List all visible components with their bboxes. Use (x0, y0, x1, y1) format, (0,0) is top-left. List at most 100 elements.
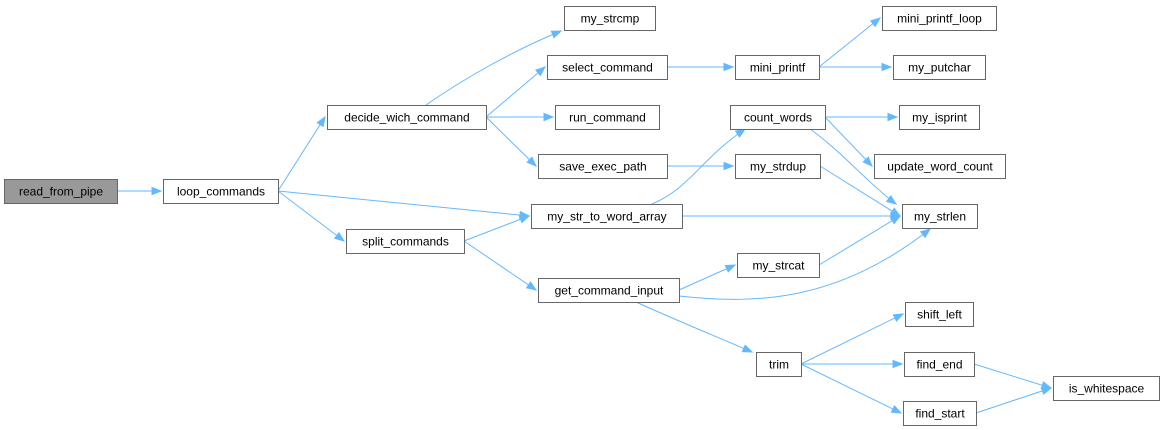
edge-line (975, 387, 1052, 414)
node-box[interactable] (882, 6, 997, 31)
node-box[interactable] (4, 179, 118, 204)
edge-find_end-to-is_whitespace (973, 363, 1053, 390)
node-my_strcmp[interactable]: my_strcmp (564, 6, 656, 31)
node-label: mini_printf_loop (897, 12, 982, 26)
arrowhead-icon (724, 264, 737, 273)
node-read_from_pipe[interactable]: read_from_pipe (4, 179, 118, 204)
node-box[interactable] (903, 401, 977, 426)
edge-line (973, 363, 1052, 389)
edge-line (463, 215, 530, 242)
node-box[interactable] (163, 179, 279, 204)
arrowhead-icon (333, 231, 346, 242)
arrowhead-icon (535, 66, 547, 77)
edge-line (635, 301, 753, 353)
node-box[interactable] (564, 6, 656, 31)
node-box[interactable] (1053, 376, 1160, 401)
node-my_isprint[interactable]: my_isprint (899, 105, 980, 130)
node-label: decide_wich_command (344, 111, 469, 125)
node-select_command[interactable]: select_command (547, 55, 668, 80)
edge-get_command_input-to-my_strlen (678, 228, 932, 300)
node-box[interactable] (904, 352, 975, 377)
node-box[interactable] (547, 55, 668, 80)
arrowhead-icon (723, 161, 735, 171)
edge-decide_wich_command-to-run_command (486, 112, 555, 122)
node-trim[interactable]: trim (756, 352, 802, 377)
edge-line (277, 190, 345, 242)
edge-line (809, 128, 897, 205)
node-label: select_command (562, 61, 653, 75)
arrowhead-icon (1040, 386, 1053, 396)
node-box[interactable] (893, 55, 986, 80)
edge-split_commands-to-get_command_input (463, 240, 538, 291)
node-box[interactable] (899, 105, 980, 130)
node-mini_printf_loop[interactable]: mini_printf_loop (882, 6, 997, 31)
node-run_command[interactable]: run_command (555, 105, 660, 130)
arrowhead-icon (151, 186, 163, 196)
node-decide_wich_command[interactable]: decide_wich_command (327, 105, 487, 130)
node-my_str_to_word_array[interactable]: my_str_to_word_array (531, 204, 683, 229)
node-label: find_start (915, 407, 965, 421)
node-box[interactable] (735, 55, 820, 80)
node-count_words[interactable]: count_words (730, 105, 826, 130)
node-box[interactable] (531, 204, 683, 229)
node-box[interactable] (327, 105, 487, 130)
node-label: shift_left (917, 308, 962, 322)
edge-count_words-to-my_strlen (809, 128, 898, 205)
node-box[interactable] (905, 302, 974, 327)
node-label: my_strdup (750, 160, 806, 174)
node-save_exec_path[interactable]: save_exec_path (538, 154, 668, 179)
node-is_whitespace[interactable]: is_whitespace (1053, 376, 1160, 401)
node-box[interactable] (874, 154, 1006, 179)
arrowhead-icon (885, 194, 898, 205)
node-label: trim (769, 358, 789, 372)
edge-line (678, 228, 931, 300)
edge-loop_commands-to-my_str_to_word_array (277, 190, 531, 220)
node-box[interactable] (735, 154, 821, 179)
edge-count_words-to-update_word_count (824, 116, 873, 167)
node-box[interactable] (346, 229, 465, 254)
arrowhead-icon (889, 215, 902, 225)
arrowhead-icon (525, 281, 538, 291)
node-split_commands[interactable]: split_commands (346, 229, 465, 254)
arrowhead-icon (543, 112, 555, 122)
edge-trim-to-find_start (800, 363, 903, 414)
node-box[interactable] (538, 154, 668, 179)
node-find_end[interactable]: find_end (904, 352, 975, 377)
node-label: loop_commands (177, 185, 265, 199)
node-box[interactable] (730, 105, 826, 130)
arrowhead-icon (881, 62, 893, 72)
edge-my_str_to_word_array-to-count_words (651, 128, 747, 205)
edge-line (800, 363, 902, 414)
node-my_strlen[interactable]: my_strlen (902, 204, 978, 229)
node-mini_printf[interactable]: mini_printf (735, 55, 820, 80)
node-find_start[interactable]: find_start (903, 401, 977, 426)
arrowhead-icon (892, 359, 904, 369)
edge-line (651, 128, 746, 205)
node-box[interactable] (902, 204, 978, 229)
edge-decide_wich_command-to-my_strcmp (425, 30, 563, 106)
edge-line (800, 313, 904, 365)
node-loop_commands[interactable]: loop_commands (163, 179, 279, 204)
node-shift_left[interactable]: shift_left (905, 302, 974, 327)
node-my_strdup[interactable]: my_strdup (735, 154, 821, 179)
node-label: my_strlen (914, 210, 966, 224)
node-label: mini_printf (750, 61, 806, 75)
node-my_strcat[interactable]: my_strcat (737, 253, 820, 278)
node-box[interactable] (737, 253, 820, 278)
edge-mini_printf-to-mini_printf_loop (818, 17, 882, 68)
node-get_command_input[interactable]: get_command_input (538, 278, 680, 303)
node-box[interactable] (555, 105, 660, 130)
edge-trim-to-find_end (801, 359, 904, 369)
node-update_word_count[interactable]: update_word_count (874, 154, 1006, 179)
edge-my_strdup-to-my_strlen (819, 165, 902, 217)
arrowhead-icon (550, 30, 563, 39)
node-box[interactable] (756, 352, 802, 377)
edge-line (277, 190, 530, 217)
edge-split_commands-to-my_str_to_word_array (463, 215, 531, 242)
edge-select_command-to-mini_printf (667, 62, 735, 72)
arrowhead-icon (734, 128, 747, 138)
edge-loop_commands-to-split_commands (277, 190, 346, 242)
node-box[interactable] (538, 278, 680, 303)
edge-line (485, 116, 537, 167)
node-my_putchar[interactable]: my_putchar (893, 55, 986, 80)
